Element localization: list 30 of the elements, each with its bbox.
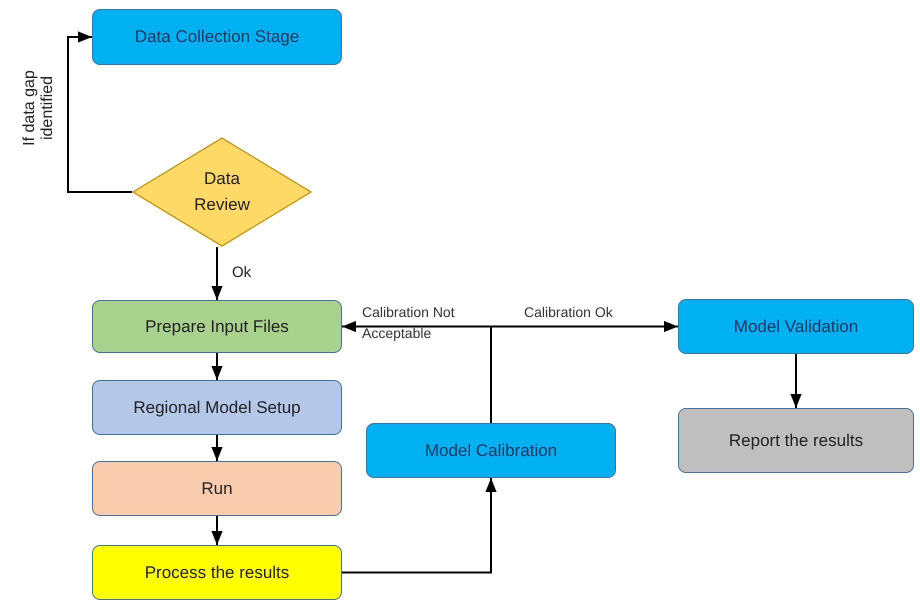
decision-diamond bbox=[132, 137, 312, 247]
node-label: Regional Model Setup bbox=[132, 396, 302, 419]
process-box bbox=[92, 545, 342, 600]
edge-label: Ok bbox=[232, 263, 252, 283]
node-label: Data Collection Stage bbox=[134, 26, 300, 48]
node-label: Model Validation bbox=[732, 316, 860, 338]
arrow bbox=[490, 320, 678, 423]
node-label: Model Calibration bbox=[424, 440, 558, 462]
process-box bbox=[92, 461, 342, 516]
arrow bbox=[211, 353, 223, 380]
process-box bbox=[92, 9, 342, 65]
process-box bbox=[366, 423, 616, 478]
node-label: Prepare Input Files bbox=[144, 316, 290, 338]
node-label: Report the results bbox=[728, 430, 864, 452]
node-label: Run bbox=[200, 478, 234, 500]
process-box bbox=[92, 300, 342, 353]
edge-label: Calibration Not Acceptable bbox=[362, 303, 456, 343]
edge-label: Calibration Ok bbox=[524, 303, 613, 322]
arrow bbox=[211, 435, 223, 461]
arrow bbox=[211, 516, 223, 545]
arrow bbox=[790, 354, 802, 408]
process-box bbox=[678, 299, 914, 354]
arrow bbox=[67, 31, 132, 193]
arrow bbox=[211, 247, 223, 300]
process-box bbox=[92, 380, 342, 435]
arrow bbox=[342, 478, 497, 574]
node-label: Data Review bbox=[193, 168, 251, 216]
edge-label: If data gap identified bbox=[21, 69, 57, 148]
process-box bbox=[678, 408, 914, 473]
node-label: Process the results bbox=[144, 562, 290, 584]
